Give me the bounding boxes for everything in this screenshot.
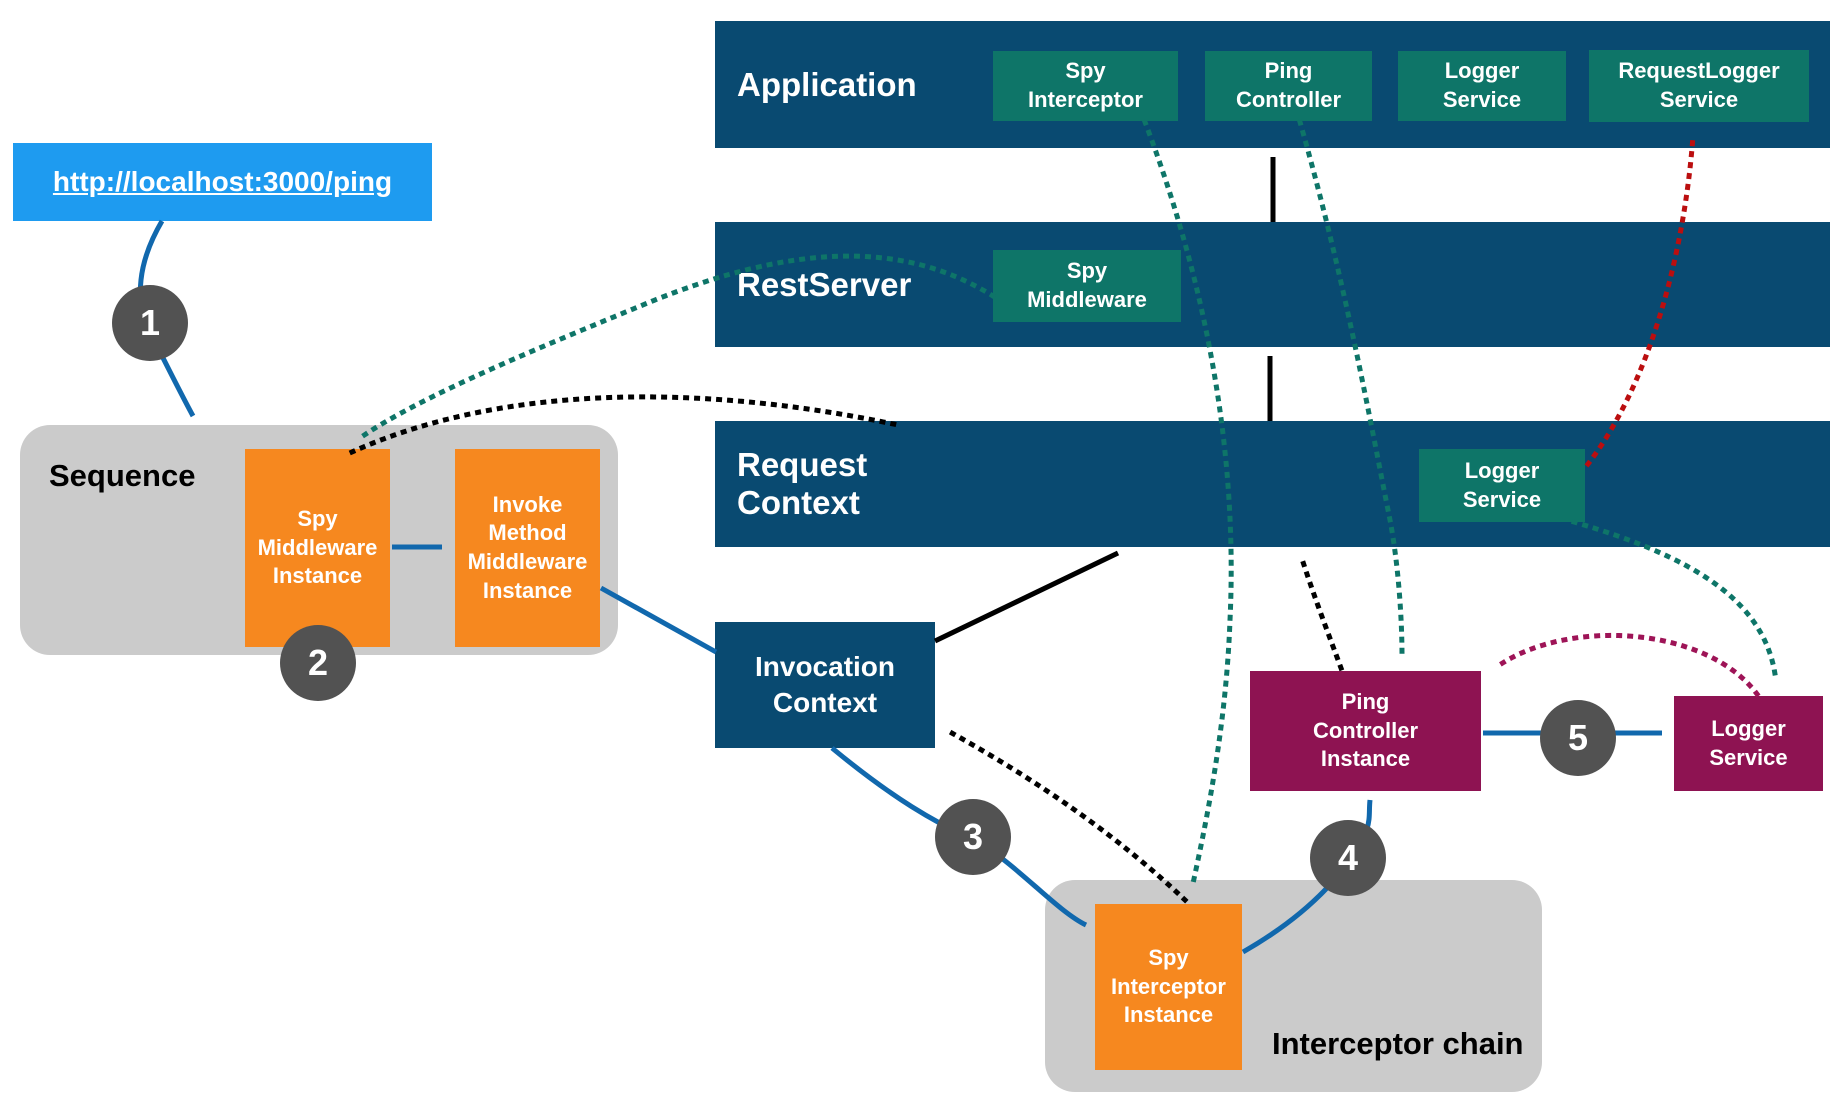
step-circle-5: 5: [1540, 700, 1616, 776]
service-logger-service: Logger Service: [1398, 51, 1566, 121]
layer-request-context-label: Request Context: [737, 446, 868, 521]
layer-request-context: Request Context: [715, 421, 1830, 547]
service-requestlogger-service: RequestLogger Service: [1589, 50, 1809, 122]
invoke-method-middleware-instance: Invoke Method Middleware Instance: [455, 449, 600, 647]
request-url-link[interactable]: http://localhost:3000/ping: [52, 165, 393, 197]
arrow-invocation-to-request-context: [933, 550, 1120, 644]
service-spy-interceptor: Spy Interceptor: [993, 51, 1178, 121]
group-sequence-label: Sequence: [49, 458, 196, 493]
spy-middleware-instance: Spy Middleware Instance: [245, 449, 390, 647]
step-circle-4: 4: [1310, 820, 1386, 896]
service-ping-controller: Ping Controller: [1205, 51, 1372, 121]
service-logger-service-context: Logger Service: [1419, 449, 1585, 522]
arrow-dotted-logger-instance-to-ping-instance: [1494, 633, 1761, 698]
spy-interceptor-instance: Spy Interceptor Instance: [1095, 904, 1242, 1070]
layer-restserver-label: RestServer: [737, 265, 912, 303]
invocation-context: Invocation Context: [715, 622, 935, 748]
layer-restserver: RestServer: [715, 222, 1830, 347]
group-interceptor-chain-label: Interceptor chain: [1272, 1026, 1524, 1061]
service-spy-middleware: Spy Middleware: [993, 250, 1181, 322]
arrow-invoke-to-invocation: [599, 585, 718, 655]
request-url-box[interactable]: http://localhost:3000/ping: [13, 143, 432, 221]
arrow-dotted-ping-controller-to-instance: [1296, 118, 1405, 659]
step-circle-1: 1: [112, 285, 188, 361]
step-circle-2: 2: [280, 625, 356, 701]
step-circle-3: 3: [935, 799, 1011, 875]
ping-controller-instance: Ping Controller Instance: [1250, 671, 1481, 791]
arrow-dotted-ping-to-request-context: [1299, 558, 1345, 672]
logger-service-instance: Logger Service: [1674, 696, 1823, 791]
layer-application-label: Application: [737, 65, 917, 103]
